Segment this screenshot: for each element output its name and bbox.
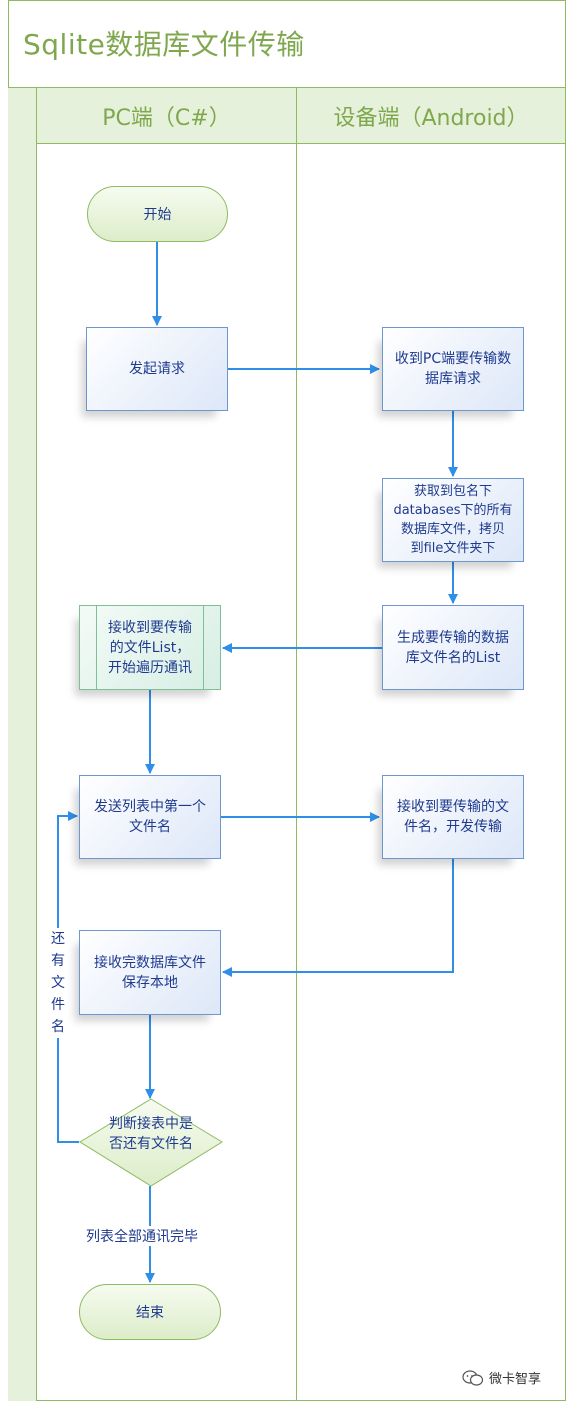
receive-request-label: 收到PC端要传输数 据库请求 xyxy=(394,351,512,387)
wechat-icon xyxy=(462,1369,484,1386)
send-first-name-label: 发送列表中第一个 文件名 xyxy=(94,799,206,835)
diagram-title: Sqlite数据库文件传输 xyxy=(23,28,305,61)
receive-list-label: 接收到要传输 的文件List， 开始遍历通讯 xyxy=(108,619,192,676)
subprocess-right-bar xyxy=(203,606,204,689)
arrow-device-to-save xyxy=(222,859,454,977)
loop-back-label: 还 有 文 件 名 xyxy=(48,928,68,1038)
watermark-text: 微卡智享 xyxy=(489,1372,542,1387)
receive-name-start-box: 接收到要传输的文 件名，开发传输 xyxy=(382,775,524,859)
title-bar: Sqlite数据库文件传输 xyxy=(8,0,566,88)
decision-label: 判断接表中是 否还有文件名 xyxy=(109,1116,193,1152)
lane-header-pc: PC端（C#） xyxy=(37,88,297,144)
left-margin-strip xyxy=(8,88,37,1401)
watermark: 微卡智享 xyxy=(462,1368,541,1387)
initiate-request-label: 发起请求 xyxy=(129,361,185,377)
receive-name-start-label: 接收到要传输的文 件名，开发传输 xyxy=(397,799,509,835)
receive-request-box: 收到PC端要传输数 据库请求 xyxy=(382,327,524,411)
end-label: 结束 xyxy=(136,1305,164,1321)
lane-divider xyxy=(296,144,297,1401)
generate-list-label: 生成要传输的数据 库文件名的List xyxy=(397,629,509,666)
copy-files-label: 获取到包名下 databases下的所有 数据库文件，拷贝 到file文件夹下 xyxy=(393,484,513,556)
receive-save-label: 接收完数据库文件 保存本地 xyxy=(94,954,206,991)
receive-save-box: 接收完数据库文件 保存本地 xyxy=(79,930,221,1015)
send-first-name-box: 发送列表中第一个 文件名 xyxy=(79,775,221,859)
copy-files-box: 获取到包名下 databases下的所有 数据库文件，拷贝 到file文件夹下 xyxy=(382,478,524,562)
decision-diamond xyxy=(79,1098,223,1187)
initiate-request-box: 发起请求 xyxy=(86,327,228,411)
all-done-label: 列表全部通讯完毕 xyxy=(86,1226,198,1246)
start-label: 开始 xyxy=(143,207,172,223)
end-terminal: 结束 xyxy=(79,1284,221,1340)
generate-list-box: 生成要传输的数据 库文件名的List xyxy=(382,605,524,690)
receive-list-subprocess: 接收到要传输 的文件List， 开始遍历通讯 xyxy=(79,605,221,690)
subprocess-left-bar xyxy=(96,606,97,689)
lane-header-device: 设备端（Android） xyxy=(297,88,566,144)
start-terminal: 开始 xyxy=(87,186,228,242)
